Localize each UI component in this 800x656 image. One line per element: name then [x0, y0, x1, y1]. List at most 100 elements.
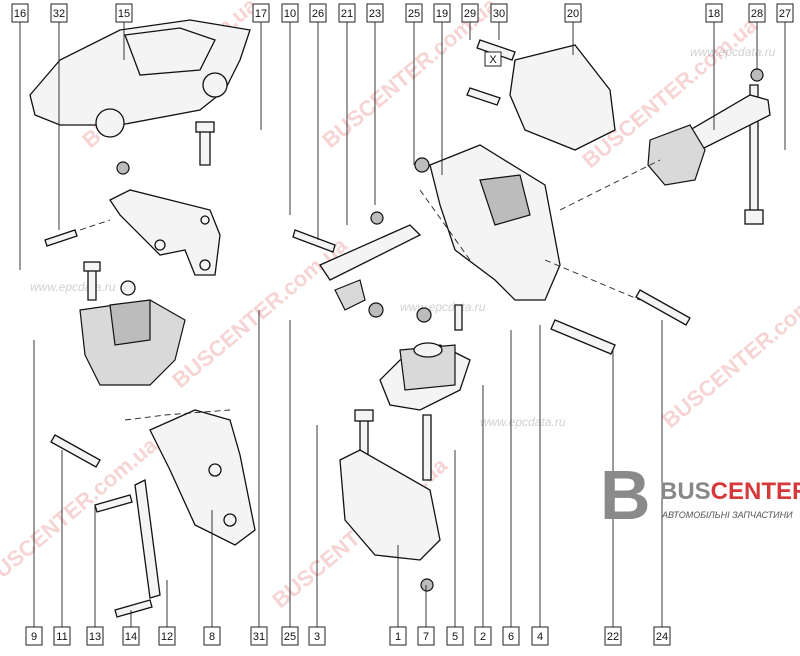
- logo-brand-a: BUS: [660, 478, 711, 505]
- callout-22: 22: [604, 626, 622, 646]
- callout-32: 32: [50, 3, 68, 23]
- callout-1: 1: [389, 626, 407, 646]
- callout-16: 16: [11, 3, 29, 23]
- callout-box: [389, 626, 407, 646]
- callout-box: [564, 3, 582, 23]
- callout-number: 22: [607, 631, 619, 643]
- guide-lines: [79, 159, 661, 421]
- callout-number: 30: [493, 8, 505, 20]
- callout-25: 25: [405, 3, 423, 23]
- callout-23: 23: [366, 3, 384, 23]
- callout-number: 21: [341, 8, 353, 20]
- callout-x: X: [489, 54, 497, 66]
- callout-30: 30: [490, 3, 508, 23]
- callout-number: 1: [395, 631, 401, 643]
- bracket-10: [109, 189, 221, 276]
- rod-12: [134, 479, 161, 599]
- top-labels: 16 32 15 17 10 26 21 23 25 19 29 30 20 18 28 27: [11, 3, 794, 23]
- callout-29: 29: [461, 3, 479, 23]
- callout-box: [203, 626, 221, 646]
- callout-number: 12: [161, 631, 173, 643]
- callout-10: 10: [281, 3, 299, 23]
- callout-number: 24: [656, 631, 668, 643]
- callout-number: 26: [312, 8, 324, 20]
- callout-box: [405, 3, 423, 23]
- callout-number: 16: [14, 8, 26, 20]
- callout-number: 6: [508, 631, 514, 643]
- callout-6: 6: [502, 626, 520, 646]
- callout-number: 7: [423, 631, 429, 643]
- callout-box: [461, 3, 479, 23]
- callout-20: 20: [564, 3, 582, 23]
- callout-box: [86, 626, 104, 646]
- callout-number: 17: [255, 8, 267, 20]
- buscenter-logo: B BUSCENTER АВТОМОБІЛЬНІ ЗАПЧАСТИНИ: [600, 460, 800, 540]
- logo-b-mark: B: [600, 456, 651, 534]
- callout-box: [338, 3, 356, 23]
- callout-number: 25: [408, 8, 420, 20]
- callout-number: 10: [284, 8, 296, 20]
- callout-2: 2: [474, 626, 492, 646]
- callout-box: [748, 3, 766, 23]
- callout-5: 5: [446, 626, 464, 646]
- bracket-1: [339, 449, 441, 561]
- callout-8: 8: [203, 626, 221, 646]
- callout-box: [308, 626, 326, 646]
- callout-box: [158, 626, 176, 646]
- leader-lines: [19, 22, 786, 627]
- callout-31: 31: [250, 626, 268, 646]
- callout-27: 27: [776, 3, 794, 23]
- callout-number: 3: [314, 631, 320, 643]
- callout-box: [433, 3, 451, 23]
- callout-19: 19: [433, 3, 451, 23]
- callout-x-box: [484, 51, 502, 67]
- callout-number: 31: [253, 631, 265, 643]
- callout-11: 11: [53, 626, 71, 646]
- callout-4: 4: [531, 626, 549, 646]
- callout-28: 28: [748, 3, 766, 23]
- callout-number: 27: [779, 8, 791, 20]
- callout-box: [122, 626, 140, 646]
- callout-13: 13: [86, 626, 104, 646]
- callout-25: 25: [281, 626, 299, 646]
- callout-9: 9: [25, 626, 43, 646]
- callout-12: 12: [158, 626, 176, 646]
- callout-box: [11, 3, 29, 23]
- callout-number: 15: [118, 8, 130, 20]
- callout-number: 23: [369, 8, 381, 20]
- callout-26: 26: [309, 3, 327, 23]
- callout-box: [474, 626, 492, 646]
- watermark: www.epcdata.ru: [690, 45, 776, 59]
- callout-number: 5: [452, 631, 458, 643]
- callout-number: 8: [209, 631, 215, 643]
- callout-number: 32: [53, 8, 65, 20]
- callout-number: 13: [89, 631, 101, 643]
- callout-number: 2: [480, 631, 486, 643]
- callout-box: [281, 3, 299, 23]
- callout-24: 24: [653, 626, 671, 646]
- watermark: www.epcdata.ru: [480, 415, 566, 429]
- callout-box: [604, 626, 622, 646]
- callout-3: 3: [308, 626, 326, 646]
- callout-box: [776, 3, 794, 23]
- callout-number: 25: [284, 631, 296, 643]
- callout-number: 4: [537, 631, 543, 643]
- car-illustration: [29, 19, 251, 138]
- callout-box: [252, 3, 270, 23]
- callout-number: 28: [751, 8, 763, 20]
- callout-box: [115, 3, 133, 23]
- callout-box: [446, 626, 464, 646]
- callout-number: 11: [56, 631, 67, 643]
- callout-box: [366, 3, 384, 23]
- callout-number: 14: [125, 631, 137, 643]
- callout-box: [53, 626, 71, 646]
- callout-box: [50, 3, 68, 23]
- callout-15: 15: [115, 3, 133, 23]
- callout-number: 29: [464, 8, 476, 20]
- callout-18: 18: [705, 3, 723, 23]
- callout-box: [502, 626, 520, 646]
- callout-box: [531, 626, 549, 646]
- callout-number: 20: [567, 8, 579, 20]
